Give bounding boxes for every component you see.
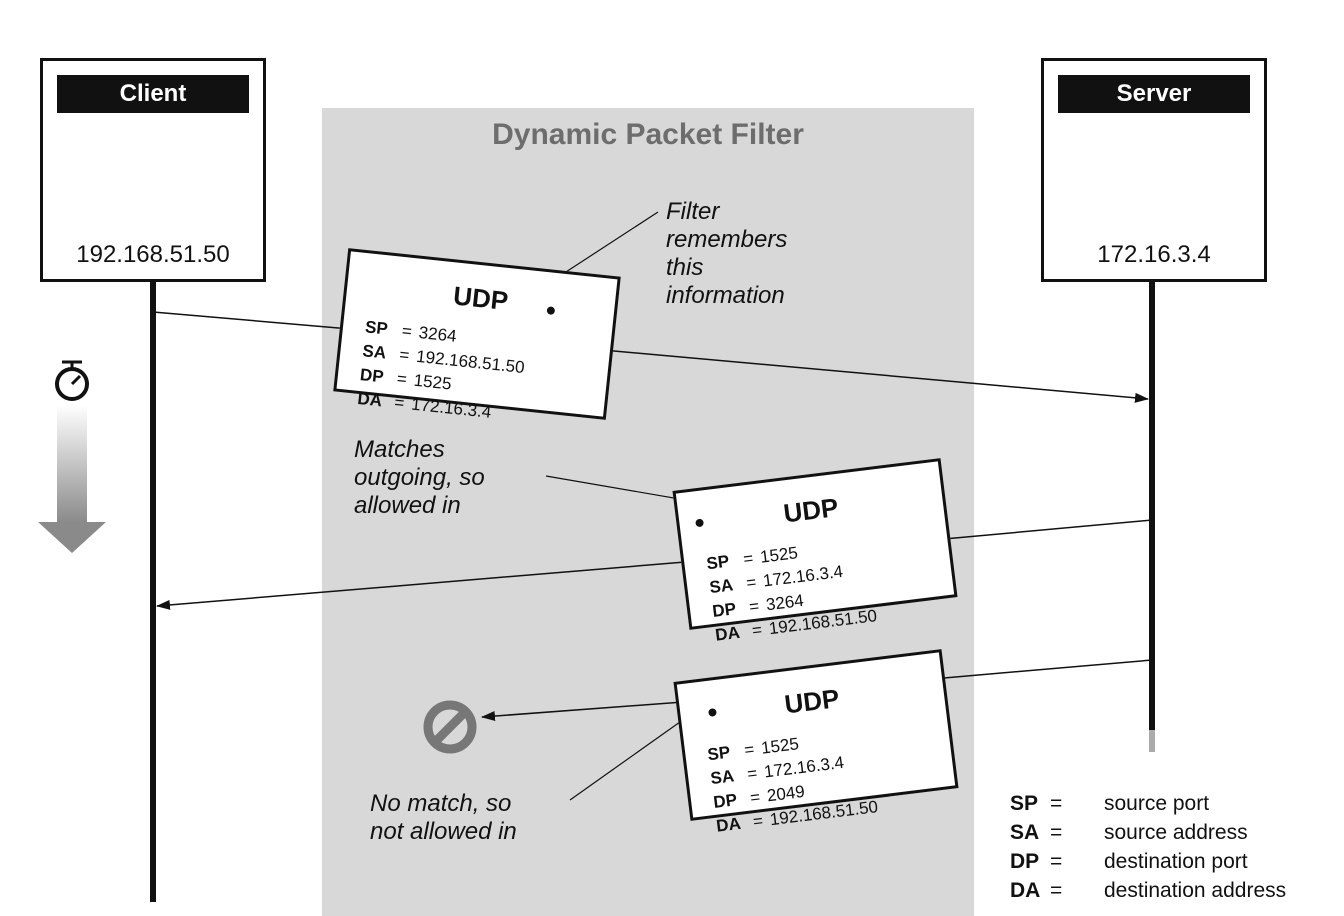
field-value: 1525	[760, 734, 800, 758]
annotation-no-match: No match, so not allowed in	[370, 790, 517, 846]
legend-key: DP	[1010, 850, 1040, 873]
legend-row: SA = source address	[1010, 818, 1286, 847]
server-host-box: Server 172.16.3.4	[1041, 58, 1267, 282]
legend-eq: =	[1050, 879, 1063, 902]
packet-fields: SP=1525 SA=172.16.3.4 DP=2049 DA=192.168…	[706, 724, 879, 839]
server-label: Server	[1058, 75, 1250, 113]
outgoing-packet-line	[152, 311, 351, 330]
packet-fields: SP=3264 SA=192.168.51.50 DP=1525 DA=172.…	[356, 315, 528, 427]
legend-desc: destination address	[1104, 879, 1287, 902]
annotation-filter-remembers: Filter remembers this information	[666, 198, 787, 310]
field-eq: =	[746, 763, 759, 784]
blocked-packet-line	[943, 659, 1153, 679]
reply-packet-line	[943, 519, 1153, 540]
annotation-line: information	[666, 282, 785, 309]
legend-row: SP = source port	[1010, 789, 1286, 818]
field-eq: =	[745, 572, 758, 593]
field-eq: =	[743, 739, 756, 760]
packet-protocol: UDP	[782, 683, 841, 720]
blocked-packet-arrow	[481, 699, 711, 722]
legend-desc: source port	[1104, 792, 1210, 815]
annotation-line: not allowed in	[370, 818, 517, 845]
legend-key: SA	[1010, 821, 1040, 844]
leader-matches	[545, 475, 698, 503]
packet-protocol: UDP	[781, 492, 840, 529]
field-eq: =	[749, 787, 762, 808]
annotation-matches-outgoing: Matches outgoing, so allowed in	[354, 436, 485, 520]
field-key: DA	[714, 622, 741, 645]
outgoing-packet-arrow	[602, 349, 1149, 403]
field-eq: =	[400, 321, 413, 342]
annotation-line: this	[666, 254, 704, 281]
field-key: DP	[359, 365, 385, 387]
legend-row: DA = destination address	[1010, 876, 1286, 905]
field-value: 2049	[765, 781, 806, 806]
field-value: 3264	[764, 590, 805, 615]
field-value: 1525	[412, 370, 453, 394]
annotation-line: allowed in	[354, 492, 461, 519]
field-key: SA	[361, 341, 388, 363]
legend-eq: =	[1050, 792, 1063, 815]
field-eq: =	[395, 368, 408, 389]
legend: SP = source port SA = source address DP = dest…	[1010, 789, 1286, 905]
annotation-line: Matches	[354, 436, 445, 463]
reply-packet-arrow	[156, 561, 686, 610]
server-address: 172.16.3.4	[1097, 241, 1211, 268]
annotation-line: Filter	[666, 198, 720, 225]
field-key: DA	[356, 388, 384, 411]
field-eq: =	[748, 596, 761, 617]
field-eq: =	[398, 345, 411, 365]
legend-desc: destination port	[1104, 850, 1248, 873]
field-value: 1525	[759, 543, 799, 567]
prohibited-icon	[423, 700, 477, 754]
field-eq: =	[393, 392, 406, 413]
legend-eq: =	[1050, 821, 1063, 844]
client-address: 192.168.51.50	[76, 241, 230, 268]
annotation-line: outgoing, so	[354, 464, 485, 491]
annotation-line: remembers	[666, 226, 788, 253]
field-eq: =	[742, 548, 755, 569]
down-arrow-icon	[38, 405, 106, 553]
annotation-line: No match, so	[370, 790, 512, 817]
field-eq: =	[750, 620, 764, 641]
filter-title: Dynamic Packet Filter	[492, 118, 804, 151]
legend-key: DA	[1010, 879, 1041, 902]
client-label: Client	[57, 75, 249, 113]
legend-desc: source address	[1104, 821, 1248, 844]
legend-key: SP	[1010, 792, 1039, 815]
stopwatch-icon	[55, 360, 89, 401]
legend-eq: =	[1050, 850, 1063, 873]
packet-fields: SP=1525 SA=172.16.3.4 DP=3264 DA=192.168…	[705, 533, 878, 648]
field-key: SP	[364, 317, 389, 339]
packet-outgoing: UDP SP=3264 SA=192.168.51.50 DP=1525 DA=…	[333, 248, 621, 422]
field-eq: =	[751, 811, 765, 832]
legend-row: DP = destination port	[1010, 847, 1286, 876]
field-value: 3264	[417, 322, 458, 346]
client-host-box: Client 192.168.51.50	[40, 58, 266, 282]
field-key: DA	[715, 813, 742, 836]
